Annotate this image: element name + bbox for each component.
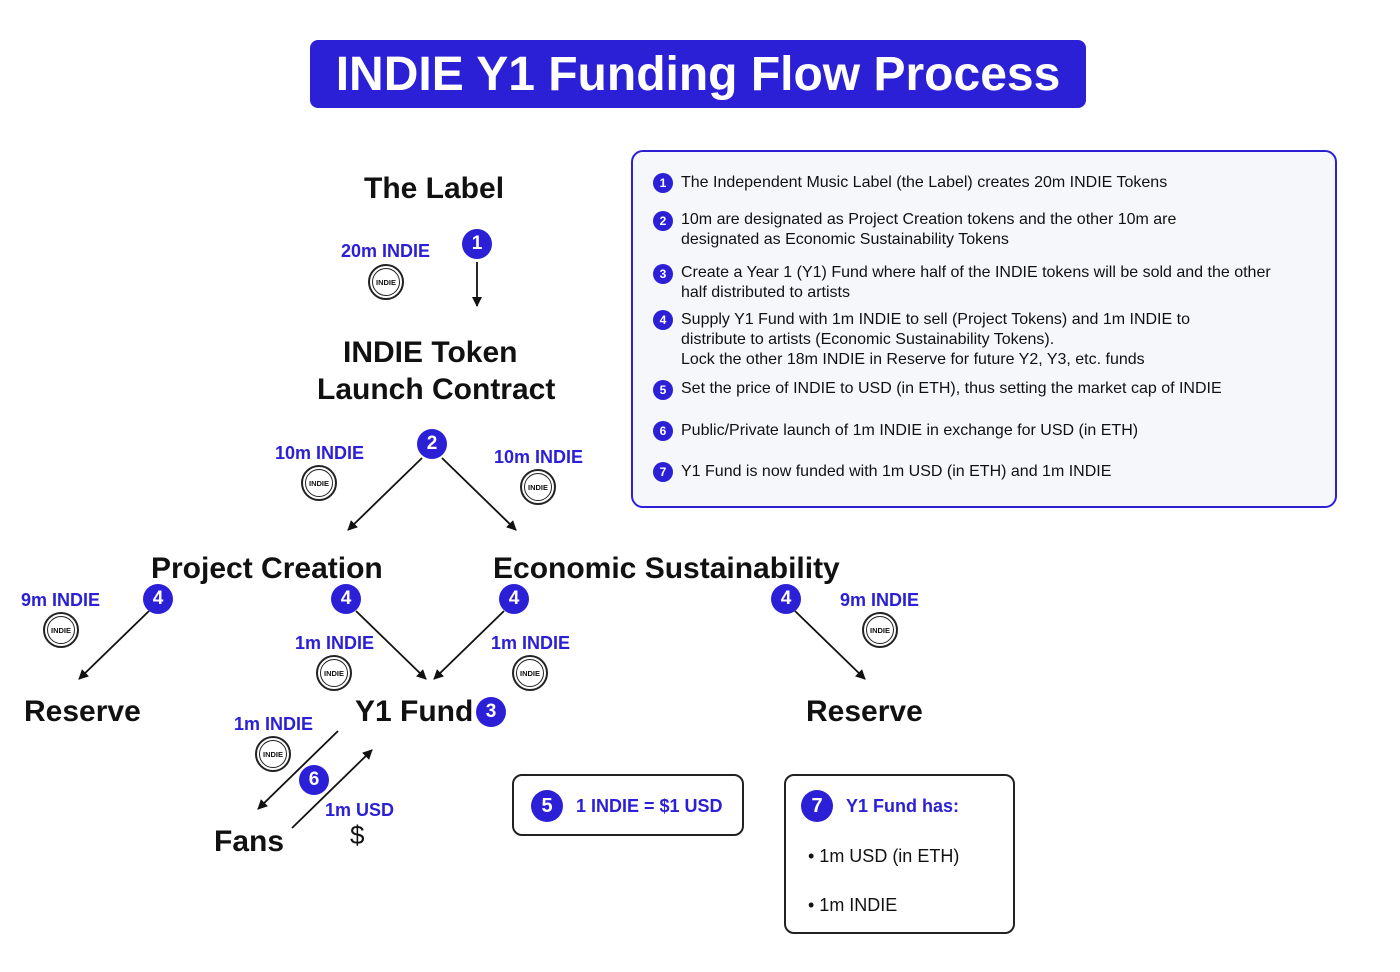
- price-text: 1 INDIE = $1 USD: [576, 796, 723, 816]
- amount-label: 10m INDIE: [494, 447, 584, 467]
- indie-coin-icon: INDIE: [862, 612, 898, 648]
- node-fans: Fans: [214, 825, 285, 858]
- arrow-contract-to-economic: [441, 457, 517, 531]
- step-badge: 5: [531, 790, 563, 822]
- step-badge: 4: [143, 584, 173, 614]
- node-the-label: The Label: [364, 172, 505, 205]
- step-number: 2: [653, 211, 673, 231]
- step-number: 5: [653, 380, 673, 400]
- arrow-economic-to-fund: [433, 610, 505, 680]
- step-number: 3: [653, 264, 673, 284]
- arrow-fans-to-fund: [291, 749, 373, 829]
- fund-item: • 1m USD (in ETH): [808, 846, 960, 866]
- indie-coin-icon: INDIE: [43, 612, 79, 648]
- step-text: Create a Year 1 (Y1) Fund where half of …: [681, 264, 1271, 301]
- arrow-contract-to-project: [347, 457, 423, 531]
- step-number: 1: [653, 173, 673, 193]
- step-text: Supply Y1 Fund with 1m INDIE to sell (Pr…: [681, 311, 1190, 368]
- amount-label: 9m INDIE: [840, 590, 920, 610]
- step-badge: 6: [299, 765, 329, 795]
- step-number: 4: [653, 310, 673, 330]
- indie-coin-icon: INDIE: [255, 736, 291, 772]
- page-title: INDIE Y1 Funding Flow Process: [310, 40, 1086, 108]
- amount-label: 1m INDIE: [234, 714, 314, 734]
- step-text: Public/Private launch of 1m INDIE in exc…: [681, 422, 1139, 439]
- arrow-economic-to-reserve: [794, 610, 866, 680]
- node-reserve-left: Reserve: [24, 695, 141, 728]
- step-badge: 3: [476, 697, 506, 727]
- indie-coin-icon: INDIE: [301, 465, 337, 501]
- arrow-project-to-reserve: [78, 610, 150, 680]
- step-badge: 4: [499, 584, 529, 614]
- amount-label: 1m INDIE: [491, 633, 571, 653]
- indie-coin-icon: INDIE: [368, 264, 404, 300]
- step-badge: 4: [331, 584, 361, 614]
- node-reserve-right: Reserve: [806, 695, 923, 728]
- step-text: 10m are designated as Project Creation t…: [681, 211, 1177, 248]
- step-badge: 4: [771, 584, 801, 614]
- price-box: 5 1 INDIE = $1 USD: [512, 774, 744, 836]
- steps-legend: 1 The Independent Music Label (the Label…: [631, 150, 1337, 508]
- indie-coin-icon: INDIE: [520, 469, 556, 505]
- step-text: Y1 Fund is now funded with 1m USD (in ET…: [681, 463, 1112, 480]
- node-y1-fund: Y1 Fund: [355, 695, 474, 728]
- step-badge: 7: [801, 790, 833, 822]
- arrow-project-to-fund: [355, 610, 427, 680]
- indie-coin-icon: INDIE: [316, 655, 352, 691]
- arrow-fund-to-fans: [257, 730, 339, 810]
- fund-summary-box: 7 Y1 Fund has: • 1m USD (in ETH) • 1m IN…: [784, 774, 1015, 934]
- node-project-creation: Project Creation: [151, 552, 383, 585]
- amount-label: 1m USD: [325, 800, 395, 820]
- step-text: The Independent Music Label (the Label) …: [681, 174, 1168, 191]
- fund-heading: Y1 Fund has:: [846, 796, 960, 816]
- dollar-icon: $: [350, 820, 365, 850]
- indie-coin-icon: INDIE: [512, 655, 548, 691]
- node-launch-contract-line2: Launch Contract: [317, 373, 556, 406]
- amount-label: 20m INDIE: [341, 241, 431, 261]
- step-text: Set the price of INDIE to USD (in ETH), …: [681, 380, 1222, 397]
- step-number: 6: [653, 421, 673, 441]
- amount-label: 9m INDIE: [21, 590, 101, 610]
- node-launch-contract-line1: INDIE Token: [343, 336, 518, 369]
- step-badge: 1: [462, 229, 492, 259]
- node-economic-sustainability: Economic Sustainability: [493, 552, 840, 585]
- amount-label: 10m INDIE: [275, 443, 365, 463]
- step-number: 7: [653, 462, 673, 482]
- fund-item: • 1m INDIE: [808, 895, 898, 915]
- amount-label: 1m INDIE: [295, 633, 375, 653]
- step-badge: 2: [417, 429, 447, 459]
